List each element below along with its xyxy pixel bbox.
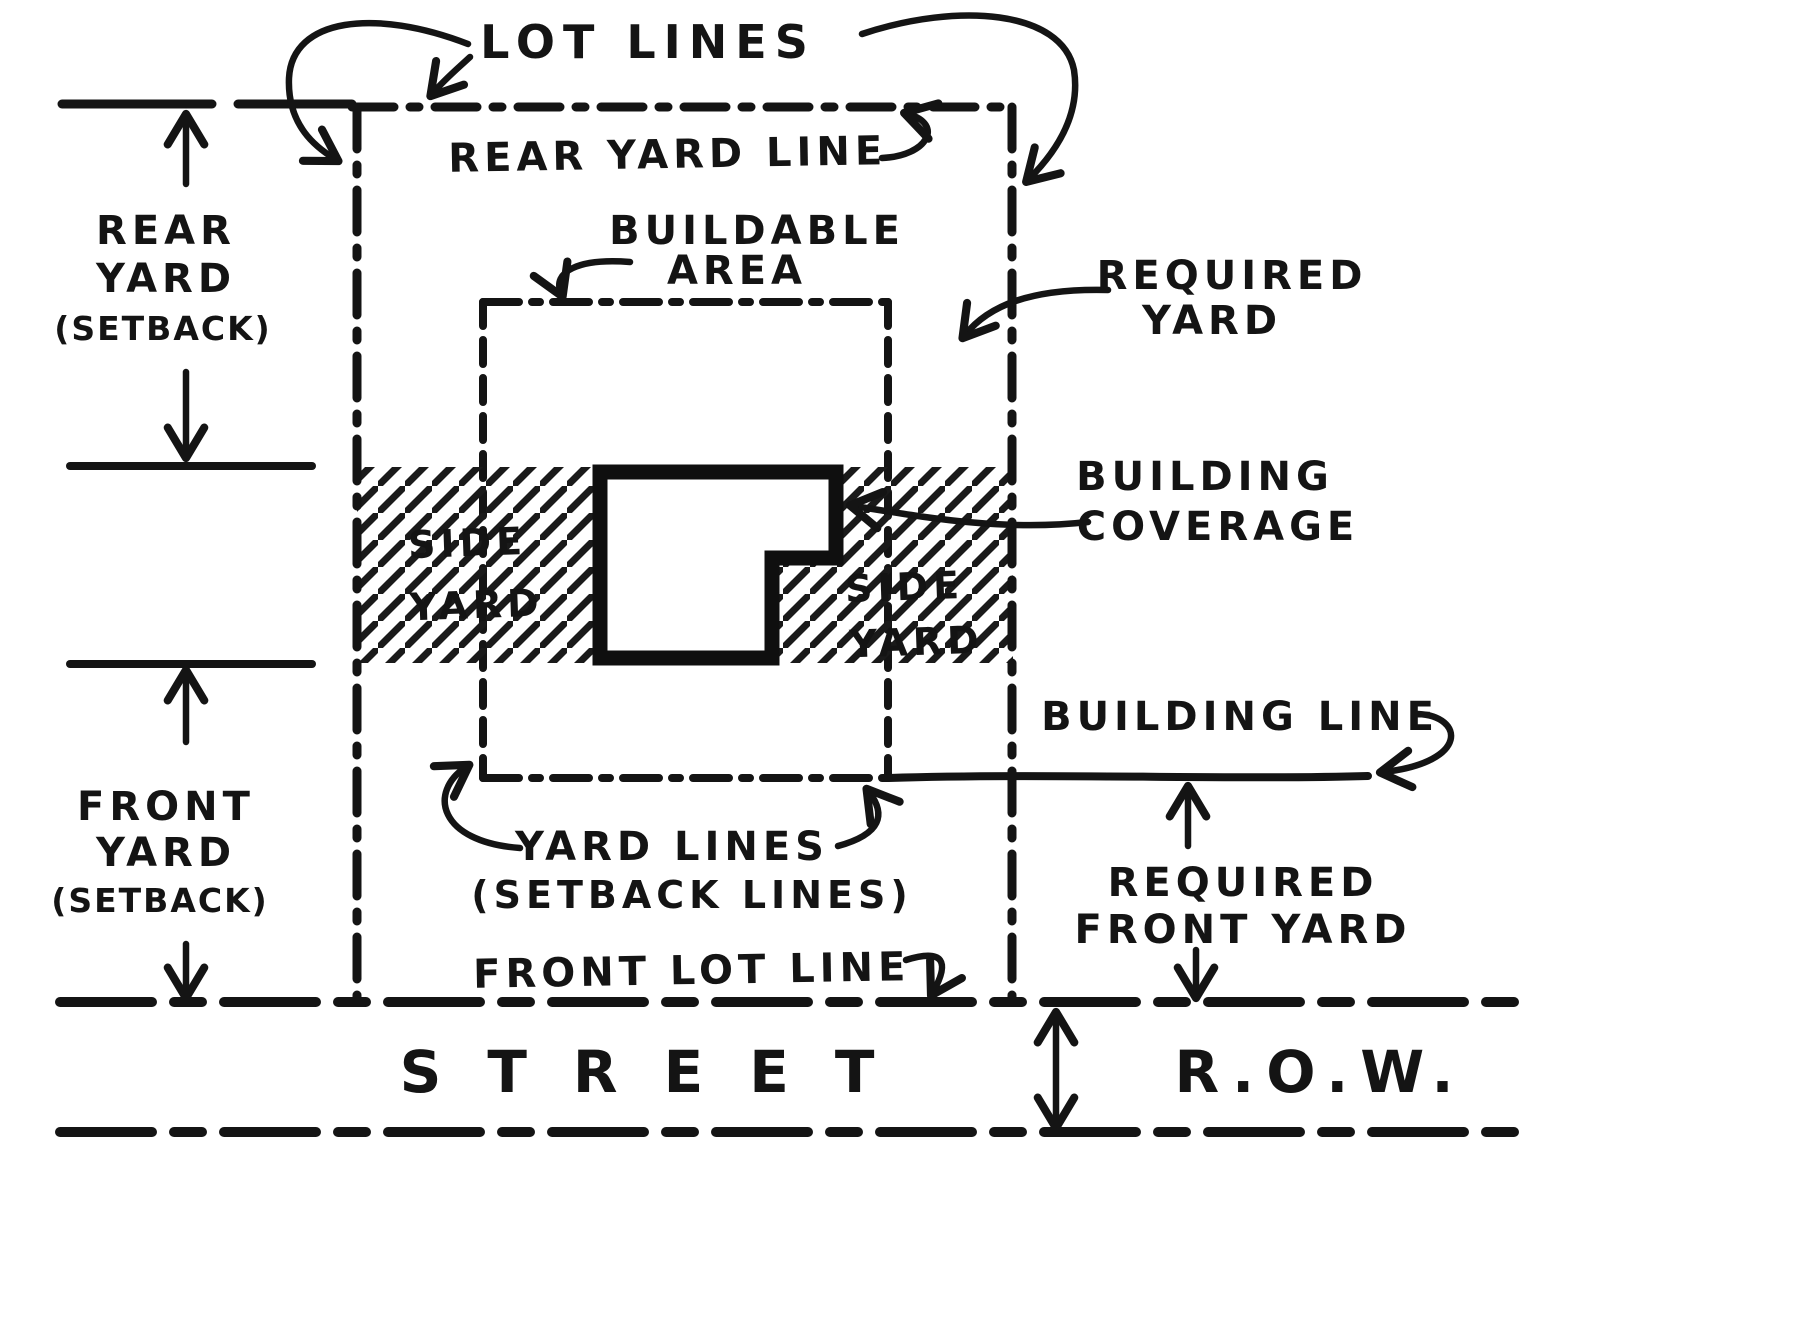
rear-yard-line-hook-arrow [878,99,943,162]
label-building-coverage-line2: COVERAGE [1077,504,1359,550]
label-building-line: BUILDING LINE [1041,694,1439,740]
label-street: STREET [400,1038,921,1106]
required-yard-arrow [958,286,1112,343]
label-rear-yard-line: REAR YARD LINE [448,128,888,182]
label-side-yard-right-line2: YARD [848,618,985,667]
label-buildable-area-line2: AREA [667,248,807,294]
building-footprint [592,464,844,666]
yard-lines-right-arrow [834,784,904,850]
label-required-front-yard-line2: FRONT YARD [1075,907,1412,953]
label-yard-lines-line2: (SETBACK LINES) [471,873,912,917]
label-front-lot-line: FRONT LOT LINE [473,944,911,998]
label-right-of-way: R.O.W. [1174,1038,1465,1106]
building-line-path [884,772,1372,782]
label-side-yard-right-line1: SIDE [844,563,964,611]
label-lot-lines: LOT LINES [480,15,816,69]
lot-lines-right-loop-arrow [858,12,1079,186]
label-front-yard-setback-line2: YARD [95,830,236,876]
label-yard-lines-line1: YARD LINES [514,824,829,870]
front-lot-line-arrow [902,952,966,1000]
lot-lines-left-loop-arrow [285,19,472,166]
yard-lines-left-arrow [429,760,524,852]
label-rear-yard-setback-line2: YARD [95,256,236,302]
building-coverage-arrow [845,487,1092,533]
label-building-coverage-line1: BUILDING [1076,454,1334,500]
label-front-yard-setback-line3: (SETBACK) [51,881,268,920]
label-side-yard-left-line2: YARD [408,581,545,630]
label-buildable-area-line1: BUILDABLE [609,208,905,254]
label-rear-yard-setback-line3: (SETBACK) [54,309,271,348]
label-required-yard-line1: REQUIRED [1097,253,1368,299]
buildable-area-arrow [529,257,634,301]
label-front-yard-setback-line1: FRONT [77,784,255,830]
label-rear-yard-setback-line1: REAR [96,208,236,254]
label-side-yard-left-line1: SIDE [407,519,527,567]
label-required-front-yard-line1: REQUIRED [1108,860,1379,906]
label-required-yard-line2: YARD [1141,298,1282,344]
building-line-hook-arrow [1375,710,1455,792]
lot-lines-small-arrow [426,53,474,101]
